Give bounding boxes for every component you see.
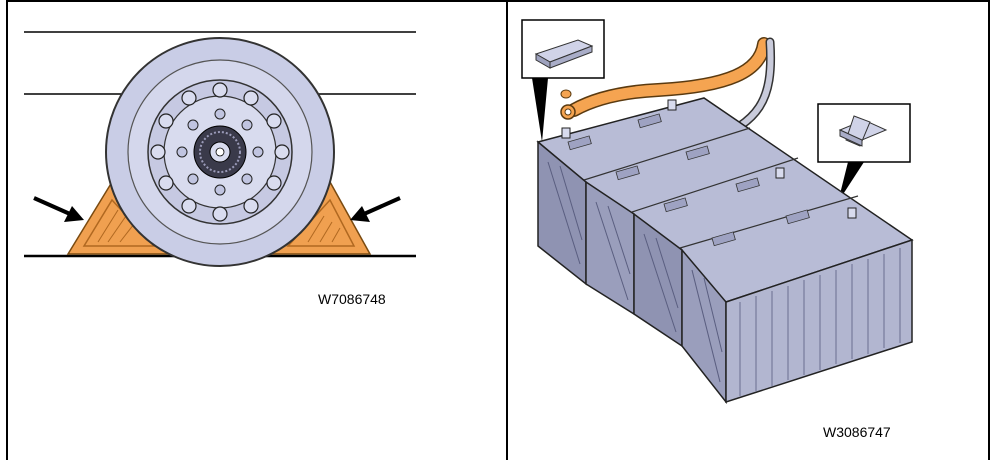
- left-arrow-icon: [33, 196, 84, 222]
- batteries-illustration: [521, 19, 914, 405]
- figure-code-left: W7086748: [318, 291, 386, 307]
- inset-bar-icon: [521, 19, 605, 142]
- wheel: [105, 37, 335, 267]
- battery-bank: [536, 97, 914, 405]
- figure-code-right: W3086747: [823, 424, 891, 440]
- inset-cross-icon: [817, 103, 911, 202]
- figure-cell-batteries: W3086747: [508, 0, 990, 460]
- right-arrow-icon: [350, 196, 401, 222]
- figure-cell-wheel-chocks: W7086748: [6, 0, 508, 460]
- wheel-chocks-illustration: [24, 31, 416, 267]
